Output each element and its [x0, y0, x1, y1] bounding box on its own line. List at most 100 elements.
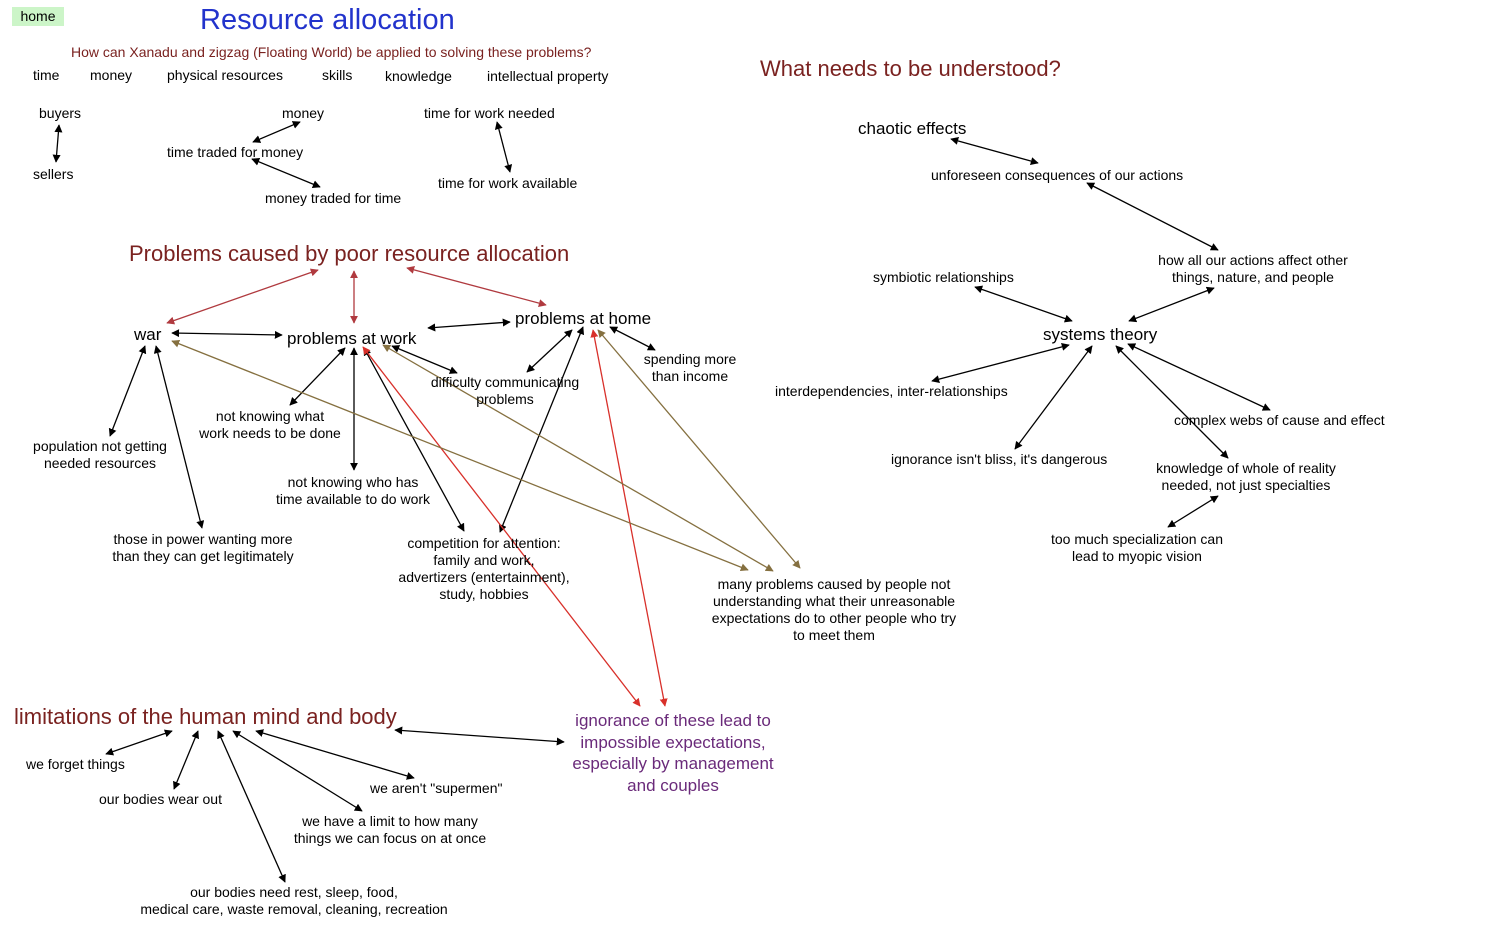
node-ignorance-line-1: ignorance of these lead to	[575, 711, 771, 730]
arrow-home-many	[597, 329, 801, 569]
arrow-limits-forget	[105, 729, 173, 756]
node-those-in-power-line-2: than they can get legitimately	[112, 548, 294, 565]
arrow-systems-complex	[1127, 343, 1271, 411]
node-war[interactable]: war	[134, 325, 162, 344]
node-time-for-money[interactable]: time traded for money	[167, 144, 304, 160]
node-ignorance-bliss[interactable]: ignorance isn't bliss, it's dangerous	[891, 451, 1108, 467]
node-ignorance-line-4: and couples	[627, 775, 719, 795]
node-not-knowing-what-line-1: not knowing what	[215, 408, 325, 424]
node-many-problems[interactable]: many problems caused by people not under…	[712, 576, 956, 644]
node-spending-line-1: spending more	[643, 351, 737, 367]
node-interdependencies[interactable]: interdependencies, inter-relationships	[775, 383, 1008, 399]
node-work-available[interactable]: time for work available	[438, 175, 578, 191]
arrow-war-work	[171, 329, 283, 339]
arrow-limits-rest	[217, 730, 286, 883]
node-problems-at-home[interactable]: problems at home	[515, 309, 652, 328]
node-problems-at-work[interactable]: problems at work	[287, 329, 417, 348]
arrow-limits-wearout	[173, 730, 199, 790]
arrow-howall-systems	[1128, 286, 1215, 323]
node-focus[interactable]: we have a limit to how many things we ca…	[294, 813, 486, 847]
arrow-exch-work	[494, 121, 513, 173]
node-work-needed[interactable]: time for work needed	[424, 105, 555, 121]
node-population[interactable]: population not getting needed resources	[33, 438, 167, 472]
understood-heading[interactable]: What needs to be understood?	[760, 56, 1061, 81]
arrow-systems-interdep	[931, 342, 1070, 384]
arrow-home-spending	[609, 326, 656, 351]
arrow-knowledge-toomuch	[1167, 495, 1219, 528]
resource-ip[interactable]: intellectual property	[487, 68, 609, 84]
node-those-in-power[interactable]: those in power wanting more than they ca…	[112, 531, 293, 565]
node-not-knowing-what[interactable]: not knowing what work needs to be done	[199, 408, 341, 442]
home-button[interactable]: home	[12, 7, 64, 26]
node-wear-out[interactable]: our bodies wear out	[99, 791, 222, 807]
arrow-home-difficulty	[526, 329, 573, 373]
node-too-much-specialization[interactable]: too much specialization can lead to myop…	[1051, 531, 1223, 565]
arrow-systems-knowledge	[1115, 345, 1229, 459]
node-many-problems-line-3: expectations do to other people who try	[711, 610, 957, 627]
resource-money[interactable]: money	[90, 67, 133, 83]
node-sellers[interactable]: sellers	[33, 166, 74, 182]
node-difficulty-communicating[interactable]: difficulty communicating problems	[431, 374, 579, 408]
node-focus-line-2: things we can focus on at once	[293, 830, 487, 847]
arrow-war-population	[108, 345, 147, 437]
arrow-exch-time-money2	[251, 158, 321, 188]
node-not-knowing-what-line-2: work needs to be done	[199, 425, 341, 442]
resource-skills[interactable]: skills	[322, 67, 353, 83]
node-difficulty-line-1: difficulty communicating	[430, 374, 580, 390]
resource-time[interactable]: time	[33, 67, 60, 83]
node-money-for-time[interactable]: money traded for time	[265, 190, 402, 206]
page-title: Resource allocation	[200, 4, 455, 36]
node-symbiotic[interactable]: symbiotic relationships	[873, 269, 1014, 285]
page-subtitle: How can Xanadu and zigzag (Floating Worl…	[71, 44, 592, 60]
node-how-all[interactable]: how all our actions affect other things,…	[1158, 252, 1348, 286]
node-how-all-line-1: how all our actions affect other	[1158, 252, 1348, 268]
node-too-much-line-2: lead to myopic vision	[1072, 548, 1202, 565]
node-spending-line-2: than income	[651, 368, 729, 385]
node-unforeseen[interactable]: unforeseen consequences of our actions	[931, 167, 1184, 183]
arrow-limits-supermen	[255, 729, 415, 780]
node-ignorance-line-2: impossible expectations,	[580, 732, 766, 752]
node-spending[interactable]: spending more than income	[644, 351, 737, 385]
node-money[interactable]: money	[282, 105, 325, 121]
arrow-heading-war	[166, 268, 319, 325]
problems-heading[interactable]: Problems caused by poor resource allocat…	[129, 241, 570, 266]
node-not-knowing-who[interactable]: not knowing who has time available to do…	[276, 474, 430, 508]
arrow-work-home	[427, 318, 511, 332]
node-systems-theory[interactable]: systems theory	[1043, 325, 1158, 344]
node-rest-line-2: medical care, waste removal, cleaning, r…	[140, 901, 448, 918]
arrow-work-notknowing-what	[289, 347, 346, 406]
node-rest[interactable]: our bodies need rest, sleep, food, medic…	[140, 884, 447, 918]
node-difficulty-line-2: problems	[476, 391, 534, 408]
node-supermen[interactable]: we aren't "supermen"	[370, 780, 503, 796]
node-focus-line-1: we have a limit to how many	[302, 813, 478, 829]
arrow-war-power	[153, 345, 205, 529]
node-complex-webs[interactable]: complex webs of cause and effect	[1174, 412, 1385, 428]
node-ignorance-line-3: especially by management	[572, 754, 774, 774]
node-competition-line-4: study, hobbies	[439, 586, 529, 603]
node-many-problems-line-4: to meet them	[793, 627, 875, 644]
resource-knowledge[interactable]: knowledge	[385, 68, 452, 84]
node-competition[interactable]: competition for attention: family and wo…	[398, 535, 569, 603]
node-buyers[interactable]: buyers	[39, 105, 82, 121]
arrow-heading-home	[406, 265, 547, 308]
node-how-all-line-2: things, nature, and people	[1172, 269, 1334, 286]
arrow-exch-buyers-sellers	[52, 124, 63, 163]
node-population-line-2: needed resources	[43, 455, 157, 472]
node-population-line-1: population not getting	[33, 438, 167, 454]
arrow-group	[52, 121, 1271, 883]
arrow-exch-money-time	[252, 121, 301, 143]
node-forget[interactable]: we forget things	[26, 756, 125, 772]
node-ignorance-expectations[interactable]: ignorance of these lead to impossible ex…	[572, 710, 773, 796]
node-too-much-line-1: too much specialization can	[1051, 531, 1223, 547]
arrow-limits-ignorance	[394, 726, 565, 746]
node-competition-line-2: family and work,	[433, 552, 535, 569]
node-knowledge-whole[interactable]: knowledge of whole of reality needed, no…	[1156, 460, 1336, 494]
node-many-problems-line-1: many problems caused by people not	[717, 576, 951, 592]
node-chaotic-effects[interactable]: chaotic effects	[858, 119, 967, 138]
limits-heading[interactable]: limitations of the human mind and body	[14, 704, 397, 729]
arrow-home-ignorance	[590, 329, 668, 707]
node-competition-line-3: advertizers (entertainment),	[398, 569, 570, 586]
resource-physical[interactable]: physical resources	[167, 67, 283, 83]
